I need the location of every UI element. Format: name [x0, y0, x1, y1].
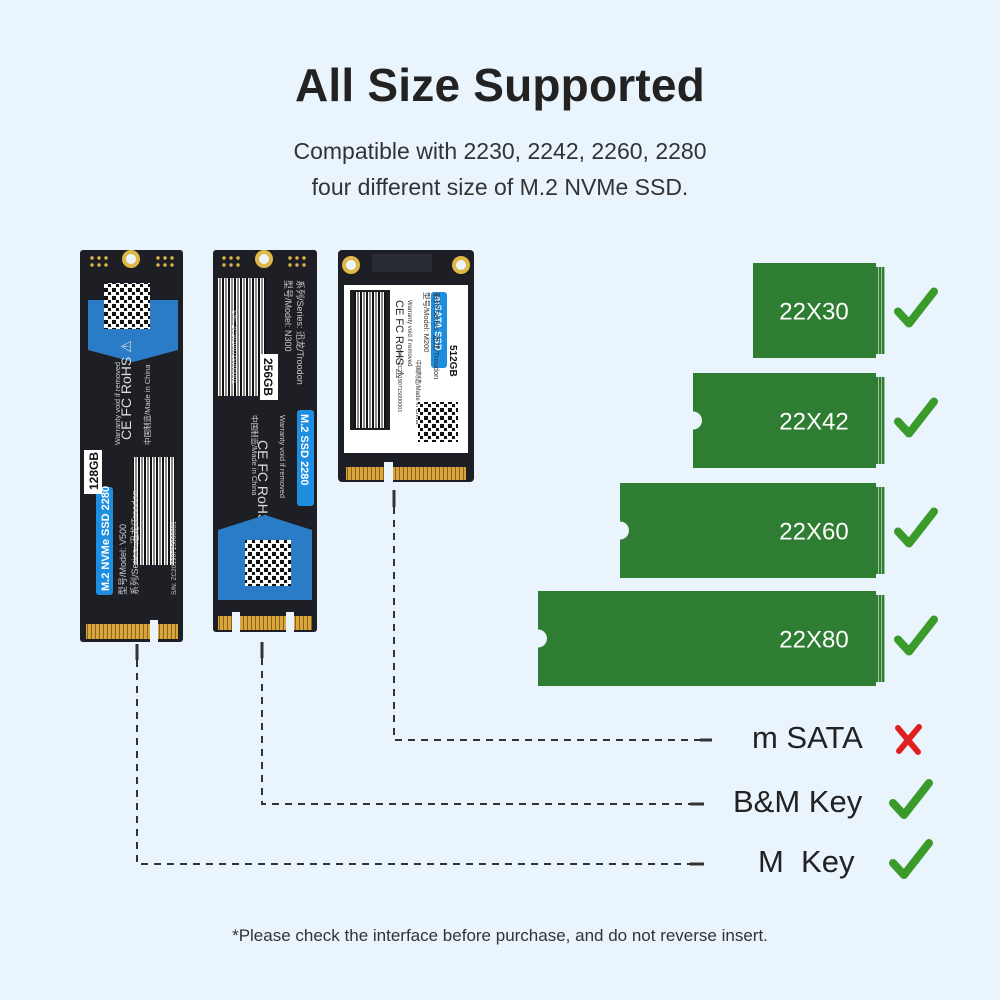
connector-lines	[135, 490, 712, 866]
subtitle-line-2: four different size of M.2 NVMe SSD.	[311, 174, 689, 200]
check-icon	[894, 287, 938, 328]
size-board-22x80: 22X80	[529, 591, 885, 686]
size-board-22x42: 22X42	[684, 373, 885, 468]
ssd-capacity: 128GB	[87, 452, 101, 490]
ssd-sn: S/N: ZC20190715000001	[171, 521, 178, 595]
ssd-origin: 中国制造/Made in China	[250, 415, 260, 496]
ssd-capacity: 512GB	[447, 345, 458, 377]
ssd-sn: S/N: ZC20190715000001	[396, 350, 402, 412]
ssd-sn: S/N: ZC20190715000001	[230, 310, 237, 384]
barcode-icon	[133, 457, 175, 565]
svg-text:CE FC RoHS ⚠: CE FC RoHS ⚠	[393, 300, 405, 378]
ssd-card-msata: mSATA SSD 型号/Model: M200 系列/Series: 迅龙/T…	[338, 250, 474, 482]
size-label: 22X42	[779, 409, 848, 436]
check-icon	[894, 507, 938, 548]
interface-label-bm-key: B&M Key	[733, 784, 863, 819]
check-icon	[889, 839, 933, 879]
size-label: 22X80	[779, 627, 848, 654]
barcode-icon	[354, 292, 386, 428]
interface-label-msata: m SATA	[752, 720, 863, 755]
qr-code-icon	[104, 283, 150, 329]
ssd-model-line: M.2 NVMe SSD 2280	[100, 486, 112, 591]
ssd-spec-line-1: 型号/Model: N300	[283, 280, 293, 352]
ssd-spec-line-1: 型号/Model: V500	[118, 524, 128, 595]
check-icon	[894, 615, 938, 656]
ssd-origin: 中国制造/Made in China	[142, 364, 152, 445]
qr-code-icon	[418, 402, 458, 442]
ssd-spec-line-2: 系列/Series: 迅龙/Troodon	[432, 292, 442, 379]
footnote: *Please check the interface before purch…	[232, 926, 768, 945]
ssd-spec-line-2: 系列/Series: 迅龙/Troodon	[295, 280, 306, 385]
cross-icon	[895, 724, 922, 755]
gold-connector	[86, 624, 178, 639]
page-title: All Size Supported	[295, 59, 705, 111]
subtitle-line-1: Compatible with 2230, 2242, 2260, 2280	[293, 138, 707, 164]
ssd-capacity: 256GB	[261, 358, 275, 396]
ssd-warranty: Warranty void if removed	[113, 362, 122, 445]
interface-marks	[889, 724, 933, 879]
ssd-card-nvme-2280: M.2 NVMe SSD 2280 型号/Model: V500 系列/Seri…	[80, 250, 183, 642]
size-label: 22X60	[779, 519, 848, 546]
ssd-warranty: Warranty void if removed	[406, 300, 412, 366]
size-board-22x60: 22X60	[611, 483, 885, 578]
size-label: 22X30	[779, 299, 848, 326]
ssd-warranty: Warranty void if removed	[278, 415, 287, 498]
svg-text:CE FC RoHS ⚠: CE FC RoHS ⚠	[255, 440, 271, 540]
ssd-model-line: mSATA SSD	[432, 296, 443, 351]
ssd-origin: 中国制造/Made in China	[414, 360, 422, 425]
svg-text:CE FC RoHS ⚠: CE FC RoHS ⚠	[118, 340, 134, 440]
interface-label-m-key: M Key	[758, 844, 855, 879]
barcode-icon	[218, 278, 266, 396]
ssd-spec-line-1: 型号/Model: M200	[422, 292, 431, 352]
size-boards: 22X30 22X42 22X60 22X80	[529, 263, 938, 686]
qr-code-icon	[245, 540, 291, 586]
ssd-card-sata-2280: M.2 SSD 2280 型号/Model: N300 系列/Series: 迅…	[213, 250, 317, 632]
gold-connector	[346, 467, 466, 480]
check-icon	[894, 397, 938, 438]
ssd-spec-line-2: 系列/Series: 迅龙/Troodon	[129, 490, 140, 595]
ssd-model-line: M.2 SSD 2280	[298, 414, 310, 486]
size-board-22x30: 22X30	[753, 263, 885, 358]
check-icon	[889, 779, 933, 819]
